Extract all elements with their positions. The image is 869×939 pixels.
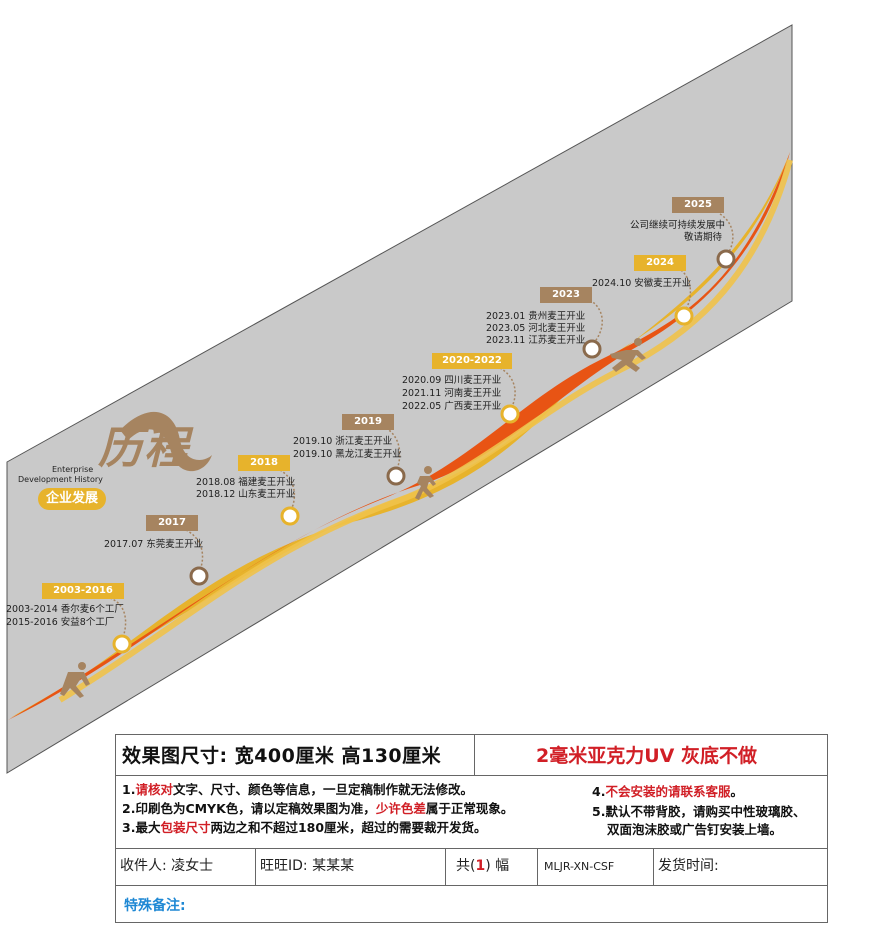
milestone-line: 2023.01 贵州麦王开业 <box>486 311 586 322</box>
milestone-line: 2023.11 江苏麦王开业 <box>486 335 586 346</box>
milestone-line: 2020.09 四川麦王开业 <box>402 375 502 386</box>
piece-count-pre: 共( <box>456 858 476 874</box>
piece-count-num: 1 <box>475 858 486 874</box>
note-2-a: 2.印刷色为CMYK色，请以定稿效果图为准， <box>122 801 376 816</box>
wall-background <box>6 24 793 774</box>
info-panel: 效果图尺寸: 宽400厘米 高130厘米 2毫米亚克力UV 灰底不做 1.请核对… <box>115 734 828 923</box>
ship-time: 发货时间: <box>658 858 719 874</box>
milestone-line: 2021.11 河南麦王开业 <box>402 388 502 399</box>
milestone-line: 2022.05 广西麦王开业 <box>402 401 502 412</box>
note-1: 1.请核对文字、尺寸、颜色等信息，一旦定稿制作就无法修改。 <box>122 781 473 799</box>
runner-start-icon <box>60 662 90 698</box>
milestone-year-2023: 2023 <box>540 287 592 303</box>
note-3: 3.最大包装尺寸两边之和不超过180厘米，超过的需要裁开发货。 <box>122 819 487 837</box>
wangwang-id: 旺旺ID: 某某某 <box>256 848 446 885</box>
milestone-markers <box>112 249 736 654</box>
milestone-year-2003-2016: 2003-2016 <box>42 583 124 599</box>
note-4: 4.不会安装的请联系客服。 <box>592 783 743 801</box>
milestone-year-2020-2022: 2020-2022 <box>432 353 512 369</box>
wall-graphic <box>6 24 793 774</box>
milestone-line: 2019.10 浙江麦王开业 <box>293 436 393 447</box>
milestone-year-2024: 2024 <box>634 255 686 271</box>
note-2-b: 属于正常现象。 <box>425 801 514 816</box>
milestone-line: 2003-2014 香尔麦6个工厂 <box>6 604 124 615</box>
milestone-line: 2018.12 山东麦王开业 <box>196 489 296 500</box>
note-1-num: 1. <box>122 782 136 797</box>
product-code: MLJR-XN-CSF <box>538 848 654 885</box>
milestone-line: 2017.07 东莞麦王开业 <box>104 539 204 550</box>
note-5-line1: 5.默认不带背胶，请购买中性玻璃胶、 <box>592 804 806 819</box>
milestone-line: 2023.05 河北麦王开业 <box>486 323 586 334</box>
milestone-year-2019: 2019 <box>342 414 394 430</box>
note-1-red: 请核对 <box>135 782 173 797</box>
milestone-year-2025: 2025 <box>672 197 724 213</box>
material-spec: 2毫米亚克力UV 灰底不做 <box>536 745 757 767</box>
title-cn-badge: 企业发展 <box>38 488 107 510</box>
runner-sprint-icon <box>610 338 646 372</box>
milestone-year-2018: 2018 <box>238 455 290 471</box>
note-3-red: 包装尺寸 <box>160 820 211 835</box>
header-divider <box>474 735 475 775</box>
piece-count-post: ) 幅 <box>485 858 510 874</box>
note-4-red: 不会安装的请联系客服 <box>605 784 731 799</box>
title-cn: 企业发展 <box>46 491 99 506</box>
notes-block: 1.请核对文字、尺寸、颜色等信息，一旦定稿制作就无法修改。 2.印刷色为CMYK… <box>116 775 827 849</box>
special-notes-label: 特殊备注: <box>124 898 186 914</box>
note-3-b: 两边之和不超过180厘米，超过的需要裁开发货。 <box>210 820 487 835</box>
note-3-a: 3.最大 <box>122 820 161 835</box>
note-4-num: 4. <box>592 784 606 799</box>
milestone-year-2017: 2017 <box>146 515 198 531</box>
title-big: 历程 <box>98 423 190 474</box>
milestone-line: 2024.10 安徽麦王开业 <box>592 278 692 289</box>
note-2-red: 少许色差 <box>375 801 426 816</box>
size-title: 效果图尺寸: 宽400厘米 高130厘米 <box>122 745 442 767</box>
milestone-line: 公司继续可持续发展中 <box>630 220 726 231</box>
shipping-row: 收件人: 凌女士 旺旺ID: 某某某 共(1) 幅 MLJR-XN-CSF 发货… <box>116 848 827 886</box>
special-notes-row: 特殊备注: <box>116 885 827 922</box>
title-en-line2: Development History <box>18 475 103 484</box>
milestone-line: 2019.10 黑龙江麦王开业 <box>293 449 402 460</box>
note-2: 2.印刷色为CMYK色，请以定稿效果图为准，少许色差属于正常现象。 <box>122 800 513 818</box>
milestone-line: 2015-2016 安益8个工厂 <box>6 617 115 628</box>
title-en-line1: Enterprise <box>52 465 94 474</box>
gold-inner-band <box>58 159 793 703</box>
info-header-row: 效果图尺寸: 宽400厘米 高130厘米 2毫米亚克力UV 灰底不做 <box>116 735 827 776</box>
piece-count: 共(1) 幅 <box>446 848 538 885</box>
milestone-line: 2018.08 福建麦王开业 <box>196 477 296 488</box>
note-4-end: 。 <box>730 784 743 799</box>
note-5-line2: 双面泡沫胶或广告钉安装上墙。 <box>607 822 783 837</box>
title-swirl <box>120 411 212 472</box>
milestone-line: 敬请期待 <box>684 232 723 243</box>
runner-icon <box>415 466 436 500</box>
note-1-rest: 文字、尺寸、颜色等信息，一旦定稿制作就无法修改。 <box>172 782 473 797</box>
recipient: 收件人: 凌女士 <box>116 848 256 885</box>
